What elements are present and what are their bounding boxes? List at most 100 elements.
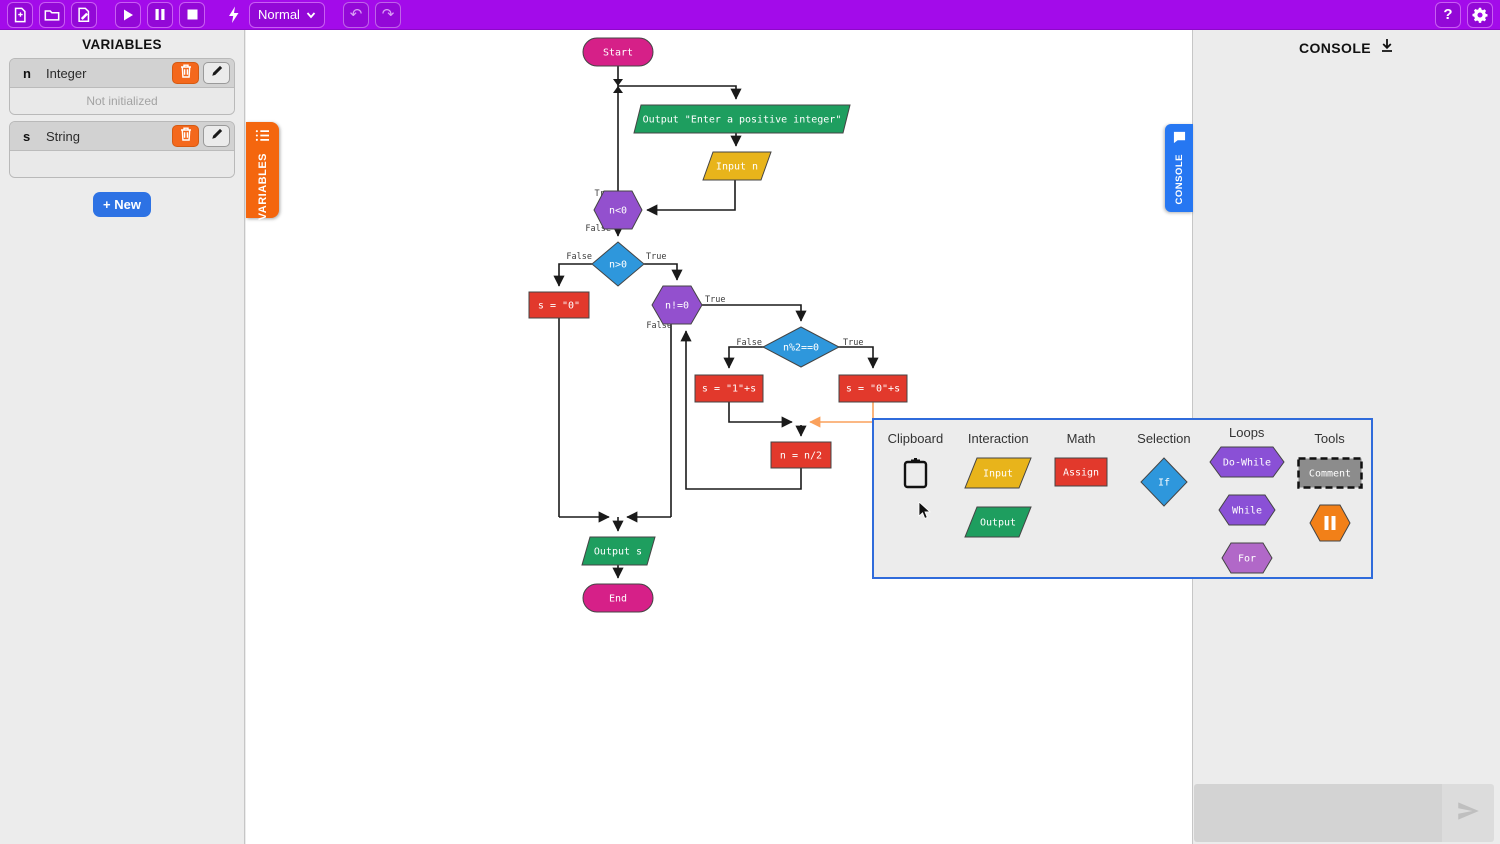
edit-variable-button[interactable]: [203, 125, 230, 147]
palette-while-shape[interactable]: While: [1218, 494, 1276, 531]
node-assign-s0-prepend[interactable]: s = "0"+s: [838, 374, 908, 403]
folder-icon: [44, 7, 60, 23]
palette-shape-label: For: [1238, 554, 1256, 565]
undo-button[interactable]: ↶: [343, 1, 369, 28]
add-variable-button[interactable]: + New: [93, 192, 151, 217]
palette-shape-label: Output: [980, 518, 1016, 529]
clipboard-icon[interactable]: [902, 457, 929, 494]
palette-shape-label: Do-While: [1223, 458, 1271, 469]
edge-highlighted: [809, 402, 874, 428]
node-do-while[interactable]: n<0: [593, 190, 643, 230]
node-assign-s0[interactable]: s = "0": [528, 291, 590, 319]
pencil-icon: [211, 127, 223, 145]
node-assign-half[interactable]: n = n/2: [770, 441, 832, 469]
stop-button[interactable]: [179, 1, 205, 28]
console-input[interactable]: [1194, 784, 1442, 842]
console-tab[interactable]: CONSOLE: [1165, 124, 1193, 212]
open-file-button[interactable]: [39, 1, 65, 28]
palette-column-loops: Loops Do-While While For: [1205, 425, 1288, 577]
palette-shape-label: Comment: [1308, 469, 1350, 480]
palette-assign-shape[interactable]: Assign: [1054, 457, 1108, 492]
node-start[interactable]: Start: [582, 37, 654, 67]
variables-tab-label: VARIABLES: [256, 153, 269, 221]
node-label: n%2==0: [783, 343, 819, 354]
help-button[interactable]: ?: [1435, 1, 1461, 28]
node-assign-s1[interactable]: s = "1"+s: [694, 374, 764, 403]
pencil-icon: [211, 64, 223, 82]
variable-card-s: s String: [9, 121, 235, 178]
trash-icon: [180, 127, 192, 146]
help-icon: ?: [1443, 6, 1453, 23]
node-label: s = "0": [538, 301, 580, 312]
shape-palette: Clipboard Interaction Input Output Math …: [872, 418, 1373, 579]
console-header: CONSOLE: [1193, 30, 1500, 58]
palette-shape-label: While: [1232, 506, 1262, 517]
new-file-button[interactable]: [7, 1, 33, 28]
send-button[interactable]: [1442, 784, 1494, 842]
node-if-mod[interactable]: n%2==0: [761, 326, 841, 368]
list-icon: [255, 129, 270, 147]
variable-type: Integer: [46, 65, 87, 81]
run-button[interactable]: [115, 1, 141, 28]
speed-mode-value: Normal: [258, 7, 300, 22]
node-label: s = "0"+s: [846, 384, 900, 395]
node-label: Start: [603, 48, 633, 59]
variable-header: s String: [10, 122, 234, 150]
redo-button[interactable]: ↷: [375, 1, 401, 28]
main-toolbar: Normal ↶ ↷ ?: [0, 0, 1500, 30]
palette-section-title: Tools: [1314, 430, 1345, 446]
console-input-row: [1194, 784, 1494, 842]
node-if-positive[interactable]: n>0: [591, 241, 645, 287]
palette-shape-label: Assign: [1063, 468, 1099, 479]
variables-panel-title: VARIABLES: [82, 37, 162, 52]
play-icon: [121, 8, 135, 22]
palette-for-shape[interactable]: For: [1221, 542, 1273, 579]
branch-label-false: False: [646, 321, 672, 331]
console-title: CONSOLE: [1298, 40, 1372, 56]
palette-do-while-shape[interactable]: Do-While: [1209, 446, 1285, 483]
flowchart: True False False True True False False T…: [528, 37, 908, 613]
node-output-prompt[interactable]: Output "Enter a positive integer": [633, 104, 851, 134]
send-icon: [1455, 798, 1481, 829]
console-tab-label: CONSOLE: [1173, 154, 1185, 205]
variable-type: String: [46, 128, 80, 144]
download-icon[interactable]: [1380, 38, 1394, 58]
node-output-s[interactable]: Output s: [581, 536, 656, 566]
node-label: n>0: [609, 260, 627, 271]
variable-card-n: n Integer Not initialized: [9, 58, 235, 115]
save-file-button[interactable]: [71, 1, 97, 28]
edit-variable-button[interactable]: [203, 62, 230, 84]
chat-icon: [1173, 131, 1186, 149]
chevron-down-icon: [306, 7, 316, 22]
variables-tab[interactable]: VARIABLES: [246, 122, 279, 221]
node-label: n<0: [609, 206, 627, 217]
palette-breakpoint-shape[interactable]: [1308, 504, 1351, 547]
palette-section-title: Selection: [1137, 430, 1191, 446]
speed-mode-dropdown[interactable]: Normal: [249, 1, 325, 28]
variable-value: [10, 150, 234, 177]
node-label: s = "1"+s: [702, 384, 756, 395]
palette-column-selection: Selection If: [1122, 425, 1205, 577]
delete-variable-button[interactable]: [172, 62, 199, 84]
node-label: Output s: [594, 547, 642, 558]
palette-if-shape[interactable]: If: [1140, 457, 1188, 512]
palette-comment-shape[interactable]: Comment: [1296, 457, 1363, 494]
palette-shape-label: Input: [983, 469, 1013, 480]
stop-icon: [187, 9, 198, 20]
node-end[interactable]: End: [582, 583, 654, 613]
flow-edges: [553, 66, 879, 579]
settings-button[interactable]: [1467, 1, 1493, 28]
node-input-n[interactable]: Input n: [702, 151, 772, 181]
palette-input-shape[interactable]: Input: [964, 457, 1032, 494]
palette-column-clipboard: Clipboard: [874, 425, 957, 577]
redo-icon: ↷: [381, 5, 395, 23]
pause-button[interactable]: [147, 1, 173, 28]
palette-column-math: Math Assign: [1040, 425, 1123, 577]
palette-output-shape[interactable]: Output: [964, 506, 1032, 543]
delete-variable-button[interactable]: [172, 125, 199, 147]
gear-icon: [1472, 7, 1488, 23]
flash-icon: [224, 6, 242, 24]
palette-section-title: Math: [1066, 430, 1096, 446]
node-while[interactable]: n!=0: [651, 285, 703, 325]
pause-icon: [154, 8, 166, 21]
